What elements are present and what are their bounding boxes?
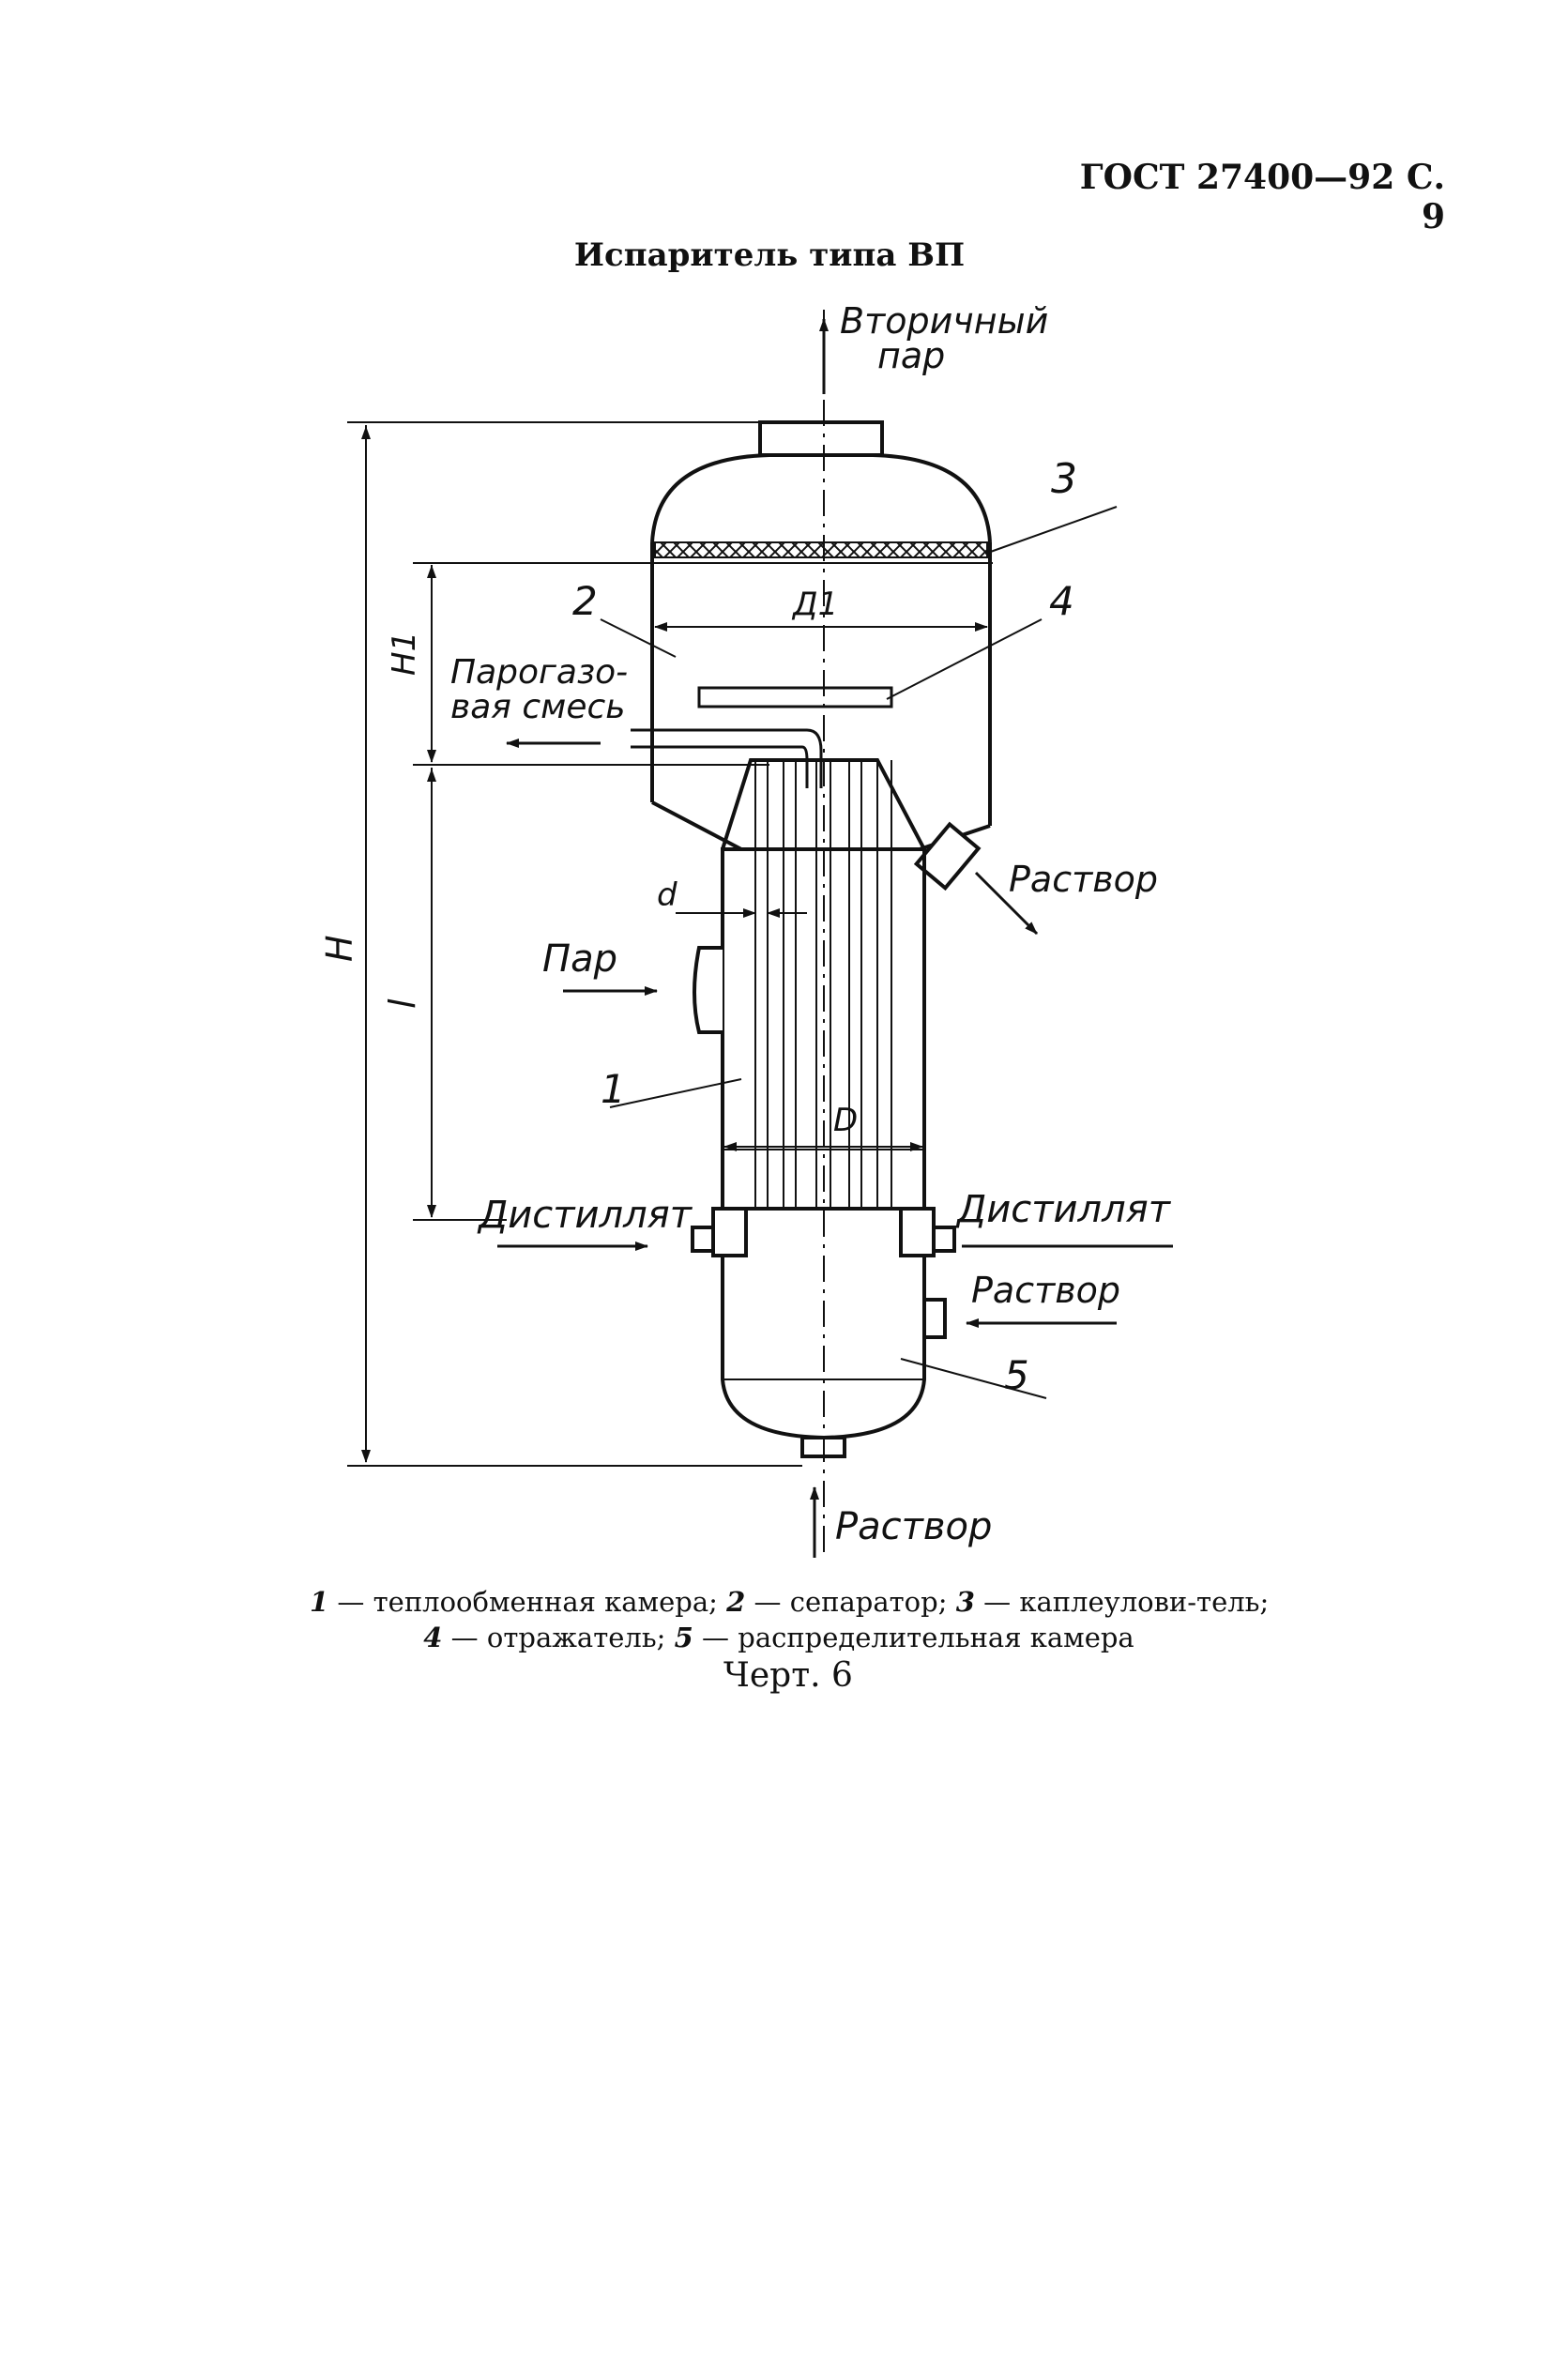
- vapor-outlet-nozzle: [758, 420, 884, 457]
- figure-legend: 1 — теплообменная камера; 2 — сепаратор;…: [310, 1584, 1270, 1655]
- steam-label: Пар: [542, 937, 617, 981]
- distillate-right-label: Дистиллят: [955, 1188, 1172, 1231]
- figure-title: Испаритель типа ВП: [573, 236, 966, 274]
- figure-number: Черт. 6: [723, 1656, 853, 1695]
- dimension-lines: [347, 421, 993, 1467]
- callout-3: 3: [1051, 455, 1077, 503]
- steam-inlet-nozzle: [693, 946, 723, 1034]
- callout-5: 5: [1004, 1352, 1029, 1398]
- dim-H: H: [319, 935, 360, 962]
- left-flange: [711, 1207, 748, 1257]
- heat-exchanger-tubes: [754, 760, 892, 1209]
- legend-text-5: распределительная камера: [738, 1622, 1134, 1653]
- callout-1: 1: [601, 1066, 626, 1112]
- legend-text-3: каплеулови-тель;: [1019, 1586, 1270, 1618]
- legend-line-1: 1 — теплообменная камера; 2 — сепаратор;…: [310, 1586, 1270, 1618]
- legend-text-4: отражатель;: [486, 1622, 666, 1653]
- legend-num-4: 4: [423, 1622, 443, 1653]
- legend-num-2: 2: [726, 1586, 746, 1618]
- solution-bottom-label: Раствор: [835, 1505, 992, 1548]
- solution-side-label: Раствор: [971, 1270, 1120, 1311]
- vapor-gas-pipe: [631, 728, 823, 788]
- solution-out-label: Раствор: [1009, 859, 1158, 900]
- solution-side-nozzle: [922, 1298, 947, 1339]
- page-header: ГОСТ 27400—92 С. 9: [1079, 158, 1445, 236]
- legend-num-5: 5: [674, 1622, 693, 1653]
- legend-line-2: 4 — отражатель; 5 — распределительная ка…: [423, 1622, 1134, 1653]
- callout-leaders: [600, 506, 1118, 1399]
- vessel-outline: [631, 420, 992, 1458]
- dim-H1: H1: [386, 632, 423, 676]
- distillate-right-nozzle: [932, 1226, 956, 1253]
- legend-num-3: 3: [955, 1586, 975, 1618]
- legend-text-2: сепаратор;: [789, 1586, 948, 1618]
- separator-top-dome: [650, 453, 992, 543]
- solution-out-arrow: [974, 871, 1039, 936]
- flow-arrows: [497, 318, 1173, 1558]
- legend-num-1: 1: [310, 1586, 329, 1618]
- legend-text-1: теплообменная камера;: [373, 1586, 718, 1618]
- solution-outlet-nozzle: [913, 821, 982, 891]
- secondary-vapor-label-2: пар: [877, 335, 945, 376]
- dim-D: D: [833, 1102, 858, 1139]
- dim-d: d: [657, 876, 677, 914]
- callout-2: 2: [572, 578, 598, 624]
- droplet-catcher-mesh: [654, 541, 988, 558]
- dim-D1: Д1: [791, 586, 838, 623]
- secondary-vapor-label-1: Вторичный: [840, 300, 1048, 342]
- reflector-plate: [697, 686, 893, 708]
- dim-l: l: [382, 998, 423, 1009]
- vapor-gas-mix-label-2: вая смесь: [450, 688, 626, 726]
- distillate-left-label: Дистиллят: [477, 1194, 693, 1237]
- right-flange: [899, 1207, 936, 1257]
- callout-4: 4: [1049, 578, 1074, 624]
- exchanger-top-cone: [721, 758, 926, 850]
- distillate-left-nozzle: [691, 1226, 715, 1253]
- vapor-gas-mix-label-1: Парогазо-: [450, 653, 628, 692]
